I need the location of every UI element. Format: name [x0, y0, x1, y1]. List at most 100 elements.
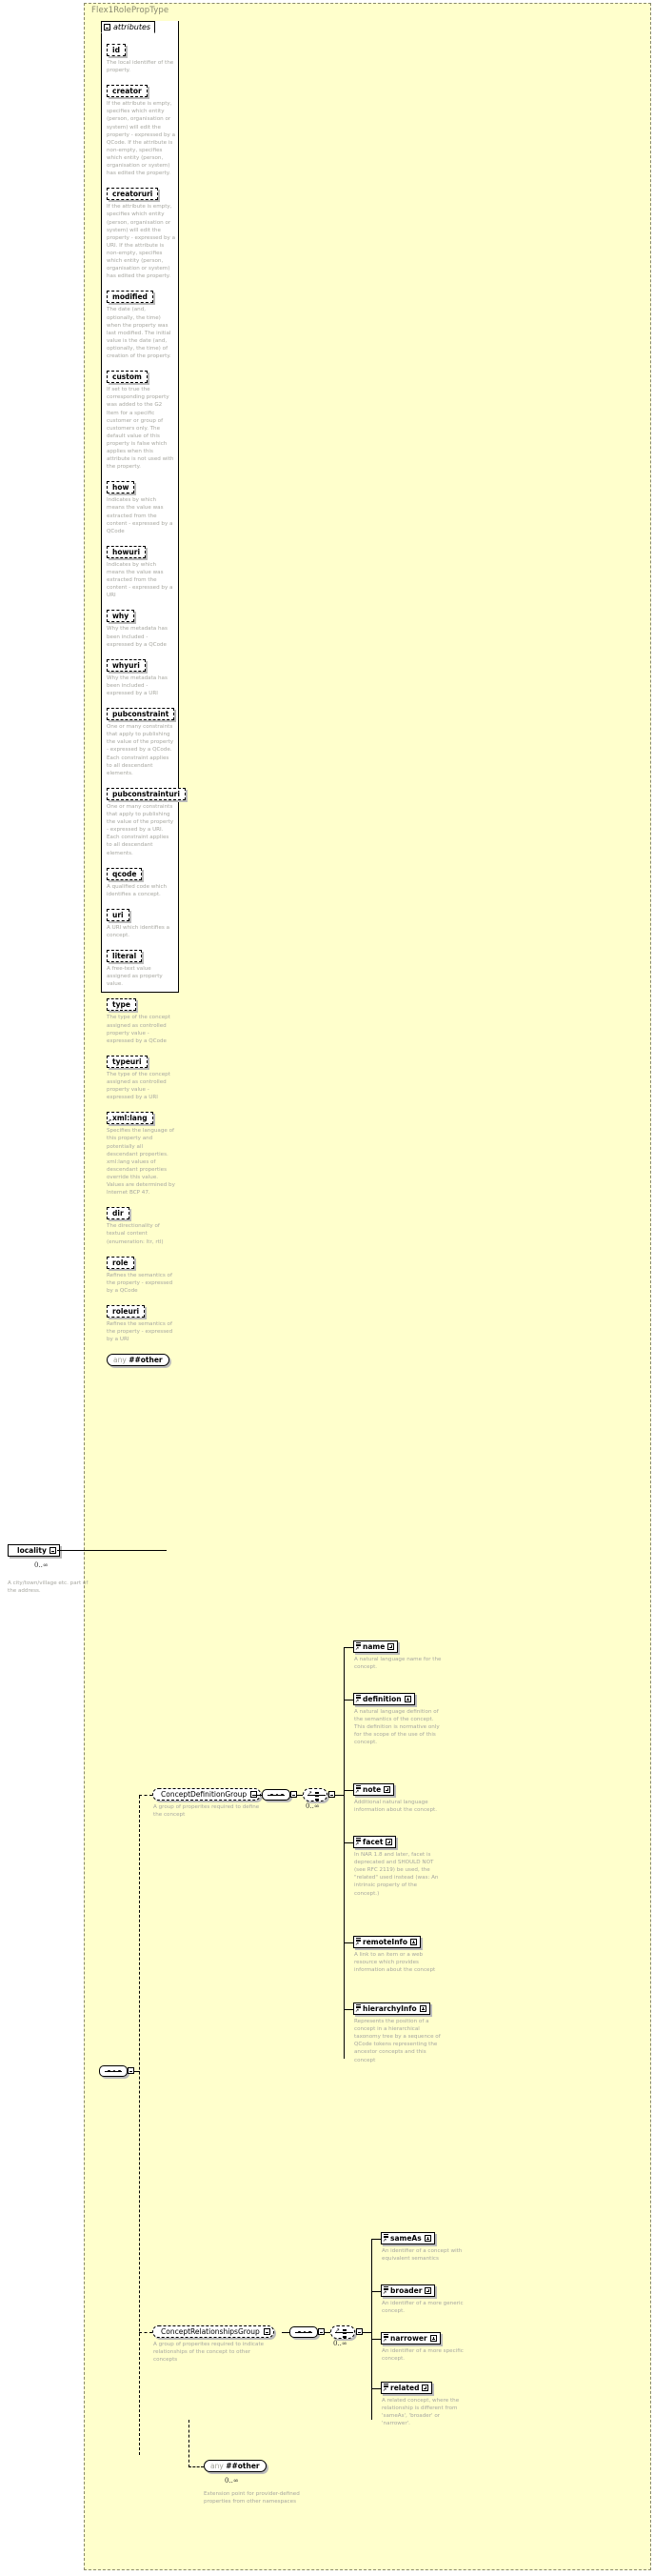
attribute-creator[interactable]: creator	[107, 85, 148, 98]
attributes-tab[interactable]: attributes	[101, 21, 156, 33]
group-conceptdefinitiongroup[interactable]: ConceptDefinitionGroup	[152, 1788, 262, 1801]
connector-to-note	[344, 1790, 353, 1791]
group-conceptrelationshipsgroup[interactable]: ConceptRelationshipsGroup	[152, 2325, 274, 2338]
element-sameAs[interactable]: ↗sameAs	[381, 2232, 435, 2244]
attribute-howuri[interactable]: howuri	[107, 545, 147, 558]
attribute-modified[interactable]: modified	[107, 291, 153, 304]
minus-box-icon[interactable]	[263, 2328, 270, 2335]
minus-box-icon[interactable]	[328, 1791, 335, 1798]
attribute-id[interactable]: id	[107, 44, 126, 56]
sequence-marker-icon	[383, 2384, 388, 2387]
connector-crg-children	[363, 2332, 371, 2333]
minus-box-icon[interactable]	[290, 1791, 297, 1798]
conceptdefinitiongroup-sequence[interactable]	[262, 1789, 290, 1801]
attribute-desc: Refines the semantics of the property - …	[107, 1320, 173, 1343]
plus-box-icon[interactable]	[409, 1939, 417, 1945]
connector-to-broader	[371, 2291, 381, 2292]
element-hierarchyInfo[interactable]: ↗hierarchyInfo	[353, 2002, 430, 2015]
attribute-qcode[interactable]: qcode	[107, 867, 143, 880]
attribute-uri[interactable]: uri	[107, 908, 129, 921]
connector-cdg-seq	[254, 1795, 262, 1796]
minus-box-icon[interactable]	[104, 24, 110, 30]
minus-box-icon[interactable]	[128, 2067, 134, 2074]
attribute-literal[interactable]: literal	[107, 950, 143, 963]
element-broader-label: broader	[390, 2286, 423, 2295]
element-definition-label: definition	[363, 1695, 402, 1703]
element-narrower-desc: An identifier of a more specific concept…	[382, 2348, 464, 2363]
sequence-marker-icon	[355, 1838, 361, 1841]
locality-cardinality: 0..∞	[34, 1561, 49, 1569]
minus-box-icon[interactable]	[356, 2328, 363, 2335]
plus-box-icon[interactable]	[424, 2235, 431, 2242]
attribute-desc: The directionality of textual content (e…	[107, 1223, 164, 1245]
attribute-whyuri[interactable]: whyuri	[107, 658, 146, 672]
element-related[interactable]: ↗related	[381, 2382, 433, 2394]
attribute-role[interactable]: role	[107, 1256, 134, 1269]
plus-box-icon[interactable]	[404, 1696, 411, 1702]
attribute-how[interactable]: how	[107, 481, 135, 494]
connector-to-narrower	[371, 2339, 381, 2340]
plus-box-icon[interactable]	[422, 2385, 429, 2391]
attribute-why[interactable]: why	[107, 610, 135, 623]
plus-box-icon[interactable]	[429, 2335, 437, 2342]
attribute-desc: Why the metadata has been included - exp…	[107, 626, 168, 648]
element-narrower[interactable]: ↗narrower	[381, 2332, 441, 2345]
element-broader[interactable]: ↗broader	[381, 2284, 436, 2297]
element-name[interactable]: ↗name	[353, 1640, 399, 1653]
element-note-desc: Additional natural language information …	[354, 1800, 438, 1814]
attribute-xml-lang[interactable]: xml:lang	[107, 1112, 153, 1125]
minus-box-icon[interactable]	[49, 1547, 56, 1554]
plus-box-icon[interactable]	[387, 1643, 395, 1650]
connector-to-name	[344, 1647, 353, 1648]
cdg-children-bus	[344, 1647, 345, 2059]
plus-box-icon[interactable]	[384, 1786, 391, 1793]
conceptrelationshipsgroup-choice[interactable]: ↗	[330, 2325, 355, 2339]
connector-to-sameAs	[371, 2239, 381, 2240]
plus-box-icon[interactable]	[419, 2005, 426, 2012]
extension-point-any[interactable]: any ##other	[204, 2460, 267, 2472]
element-definition[interactable]: ↗definition	[353, 1693, 415, 1705]
root-sequence-compositor[interactable]	[99, 2065, 128, 2077]
attribute-desc: If set to true the corresponding propert…	[107, 387, 174, 471]
element-remoteInfo[interactable]: ↗remoteInfo	[353, 1936, 421, 1948]
conceptrelationshipsgroup-sequence[interactable]	[289, 2326, 318, 2338]
minus-box-icon[interactable]	[318, 2328, 325, 2335]
element-hierarchyInfo-desc: Represents the position of a concept in …	[354, 2019, 441, 2063]
attribute-desc: Indicates by which means the value was e…	[107, 497, 173, 534]
attribute-creatoruri[interactable]: creatoruri	[107, 188, 159, 201]
sequence-marker-icon	[355, 1938, 361, 1942]
attribute-roleuri[interactable]: roleuri	[107, 1304, 146, 1318]
element-facet[interactable]: ↗facet	[353, 1836, 397, 1848]
attribute-desc: One or many constraints that apply to pu…	[107, 724, 174, 776]
conceptdefinitiongroup-choice[interactable]: ↗	[303, 1788, 327, 1801]
connector-to-conceptdefinitiongroup	[139, 1795, 152, 1796]
connector-to-conceptrelationshipsgroup	[139, 2332, 152, 2333]
any-prefix: any	[113, 1356, 127, 1365]
attribute-typeuri[interactable]: typeuri	[107, 1055, 148, 1068]
expand-arrow-icon: ↗	[355, 1789, 360, 1795]
minus-box-icon[interactable]	[250, 1791, 258, 1798]
element-note[interactable]: ↗note	[353, 1783, 395, 1796]
element-locality[interactable]: locality	[8, 1544, 60, 1557]
attribute-pubconstrainturi[interactable]: pubconstrainturi	[107, 787, 186, 800]
attribute-desc: The local identifier of the property.	[107, 60, 174, 74]
attribute-custom[interactable]: custom	[107, 371, 148, 384]
attribute-desc: The date (and, optionally, the time) whe…	[107, 307, 171, 360]
expand-arrow-icon: ↗	[383, 2238, 387, 2244]
attributes-any-element[interactable]: any ##other	[107, 1354, 169, 1367]
connector-to-definition	[344, 1700, 353, 1701]
element-name-label: name	[363, 1642, 386, 1651]
expand-arrow-icon: ↗	[355, 1646, 360, 1652]
connector-to-related	[371, 2388, 381, 2389]
attribute-pubconstraint[interactable]: pubconstraint	[107, 708, 175, 721]
plus-box-icon[interactable]	[386, 1839, 393, 1845]
attribute-type[interactable]: type	[107, 998, 136, 1012]
plus-box-icon[interactable]	[425, 2287, 432, 2294]
trunk-line	[139, 1796, 140, 2455]
attribute-dir[interactable]: dir	[107, 1207, 129, 1220]
